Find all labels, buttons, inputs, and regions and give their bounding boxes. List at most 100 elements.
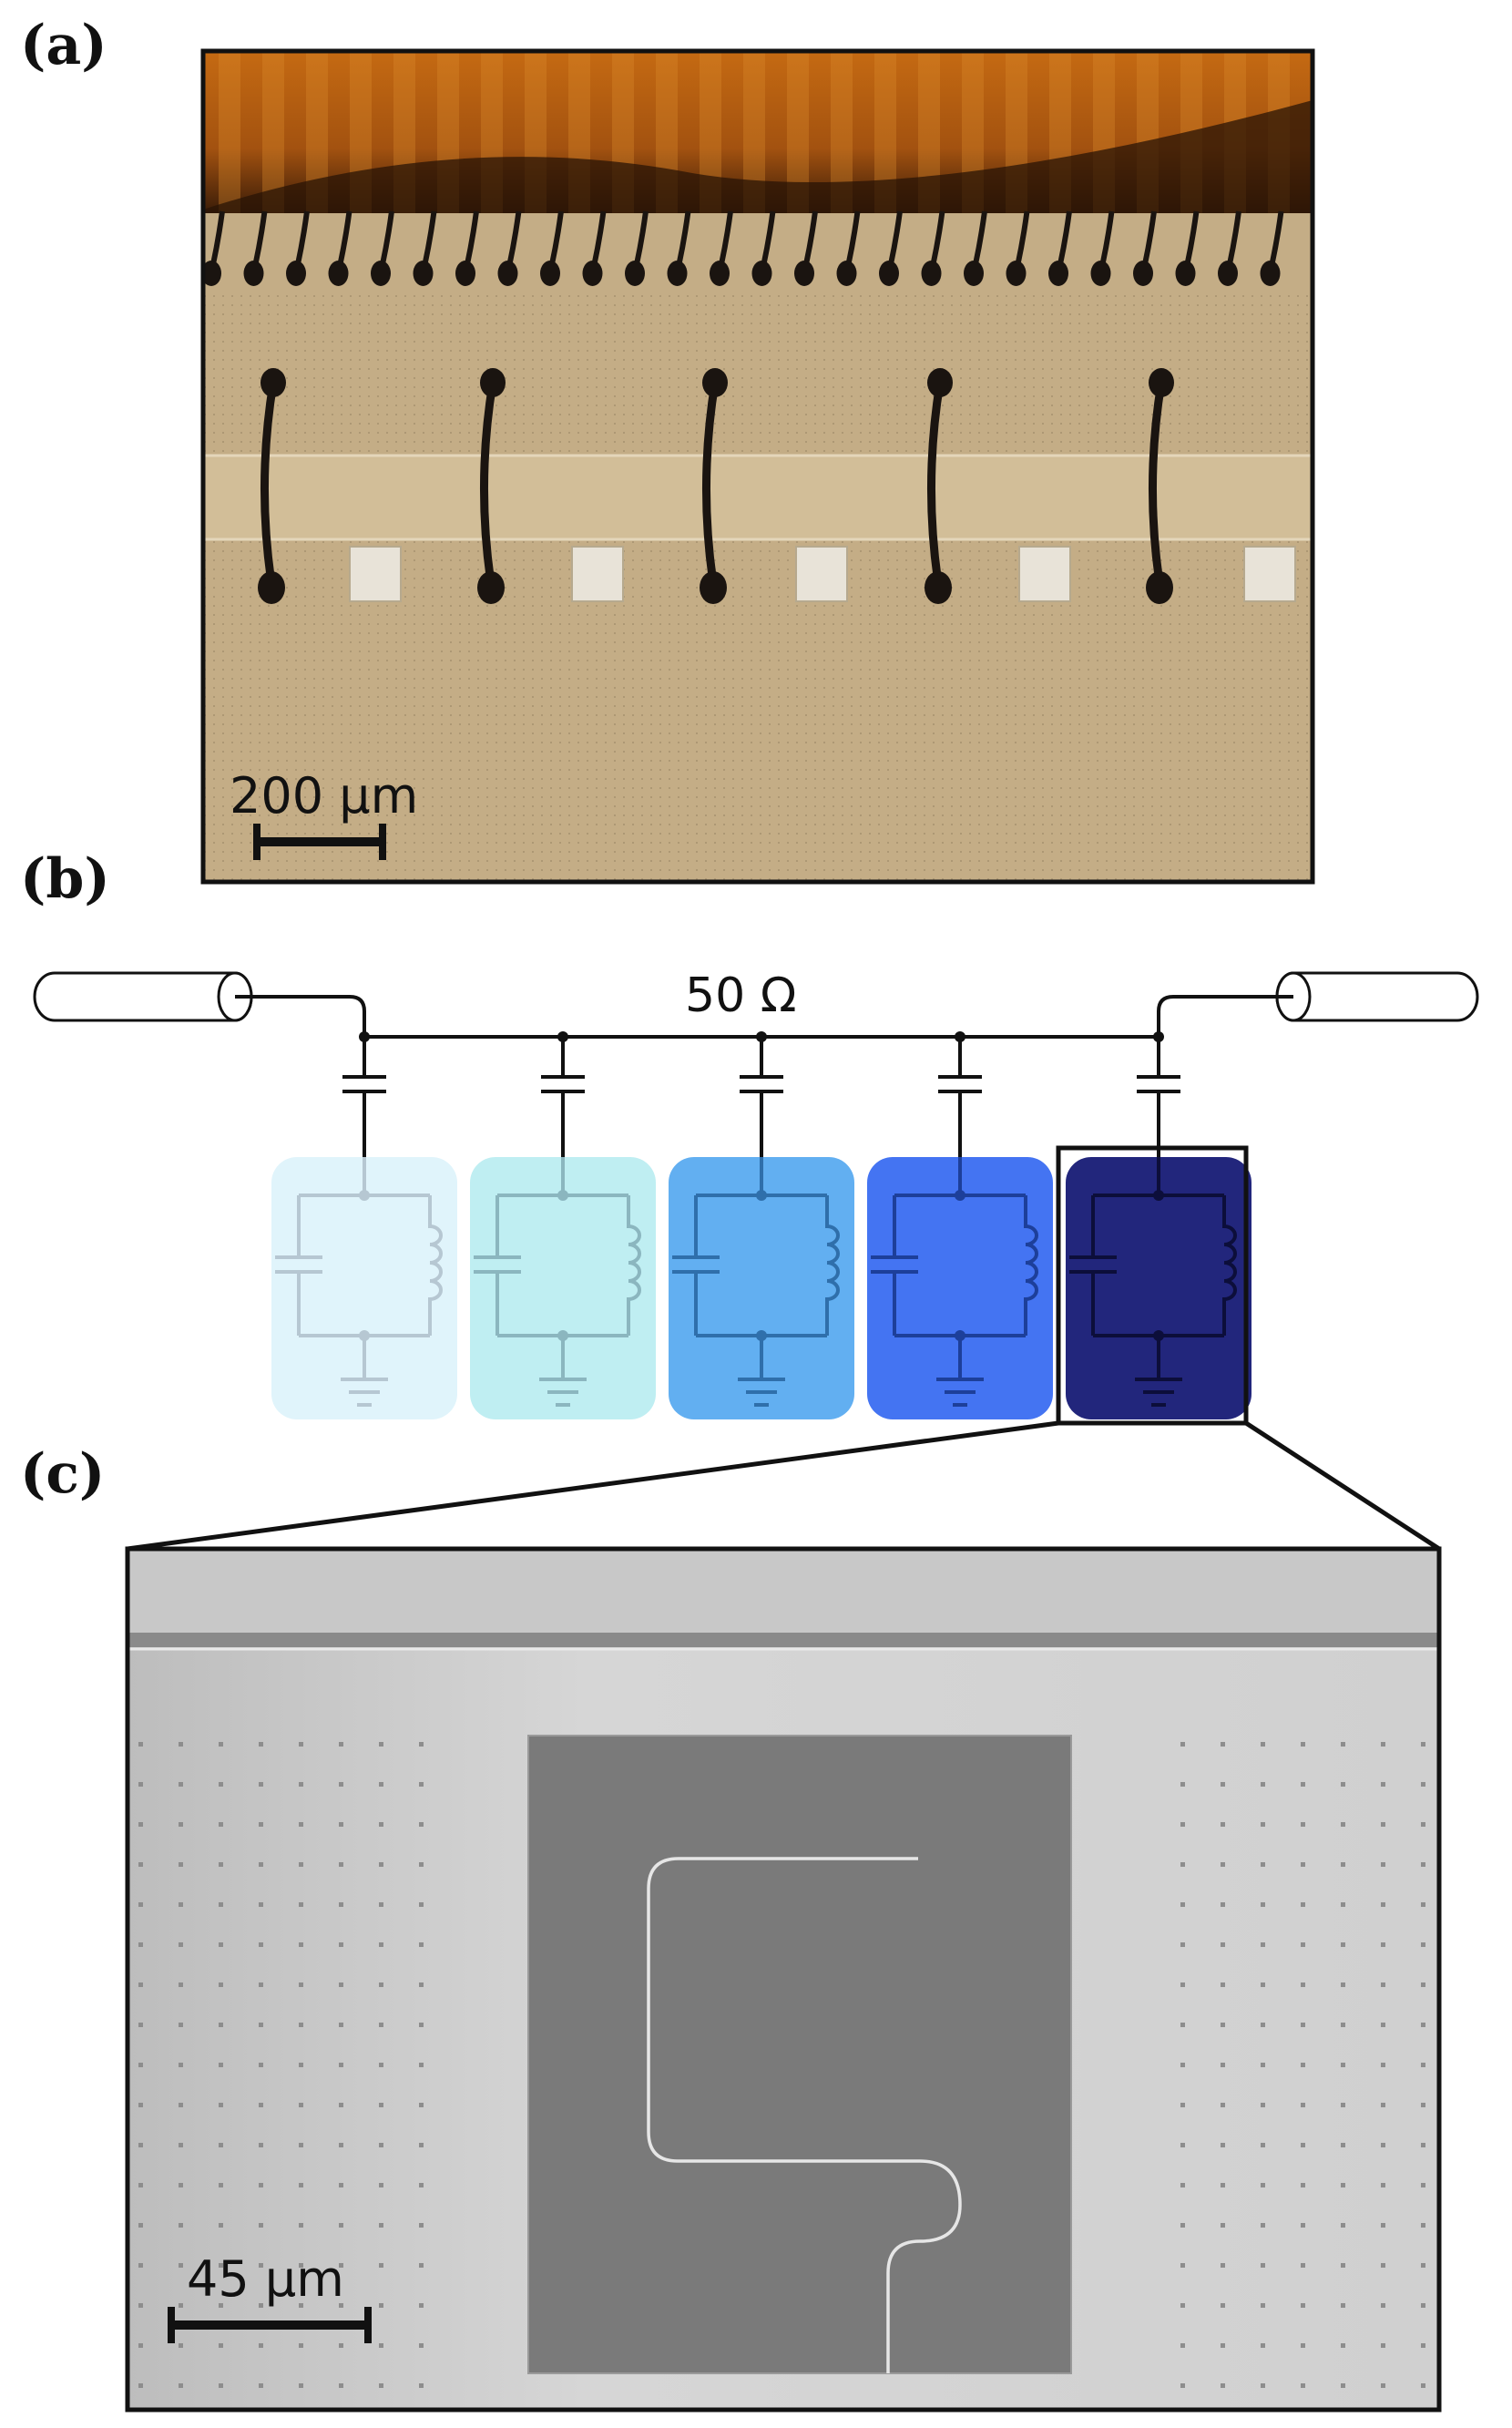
air-bridge-wire <box>260 382 278 584</box>
resonator-pads <box>349 546 1296 602</box>
resonator-pad-a <box>795 546 848 602</box>
resonator-2 <box>470 1031 656 1419</box>
scale-bar-a: 200 μm <box>230 767 418 860</box>
bond-wire <box>549 210 564 265</box>
resonator-pad-a <box>571 546 624 602</box>
bond-wire <box>506 210 522 265</box>
bond-wire <box>845 210 861 265</box>
bond-wire <box>422 210 437 265</box>
resonator-block <box>1066 1157 1251 1419</box>
bond-wire <box>1184 210 1200 265</box>
resonator-block <box>271 1157 457 1419</box>
panel-label-c: (c) <box>20 1442 106 1506</box>
resonator-pad-a <box>349 546 402 602</box>
sem-feedline-edge <box>128 1633 1439 1647</box>
bond-wire-foot <box>1090 261 1111 286</box>
coax-left <box>33 971 366 1037</box>
air-bridge-bottom-foot <box>700 571 727 604</box>
optical-micrograph: 200 μm <box>200 48 1315 885</box>
air-bridge-wire <box>926 382 945 584</box>
bond-wire-foot <box>1006 261 1027 286</box>
bond-wires <box>201 210 1284 286</box>
bond-wire-foot <box>1218 261 1238 286</box>
bond-wire <box>634 210 649 265</box>
air-bridge-bottom-foot <box>1146 571 1173 604</box>
resonator-block <box>867 1157 1053 1419</box>
inductor <box>1222 1195 1237 1336</box>
bond-wire-foot <box>964 261 984 286</box>
bond-wire <box>719 210 733 265</box>
scale-bar-c-label: 45 μm <box>187 2250 344 2308</box>
bond-wire-foot <box>1175 261 1196 286</box>
bond-wire-foot <box>540 261 560 286</box>
highlight-box <box>1056 1145 1249 1426</box>
air-bridge-bottom-foot <box>925 571 952 604</box>
feedline-strip <box>203 456 1313 539</box>
scale-bar-a-label: 200 μm <box>230 767 418 825</box>
bond-wire-foot <box>921 261 942 286</box>
bond-wire <box>930 210 945 265</box>
air-bridge-bottom-foot <box>258 571 285 604</box>
bond-wire-foot <box>625 261 645 286</box>
bond-wire-foot <box>201 261 221 286</box>
bond-wire <box>1057 210 1072 265</box>
bond-wire <box>465 210 479 265</box>
bond-wire <box>1227 210 1241 265</box>
bond-wire-foot <box>710 261 730 286</box>
air-bridge-wire <box>1148 382 1166 584</box>
air-bridge-wire <box>701 382 720 584</box>
bond-wire <box>591 210 607 265</box>
resonator-pad <box>527 1735 1072 2374</box>
panel-label-a: (a) <box>20 14 107 77</box>
resonator-pad-a <box>1243 546 1296 602</box>
inductor <box>1024 1195 1038 1336</box>
panel-a-frame <box>200 48 1315 885</box>
bond-wire <box>295 210 310 265</box>
bond-wire <box>337 210 352 265</box>
resonator-4 <box>867 1031 1053 1419</box>
bond-wire-foot <box>286 261 306 286</box>
bond-wire <box>803 210 818 265</box>
resonator-wire <box>647 1857 962 2373</box>
resonator-array <box>271 1031 1251 1419</box>
air-bridges <box>258 368 1174 604</box>
sem-top-region <box>128 1549 1439 1649</box>
bond-wire <box>1142 210 1157 265</box>
bond-wire <box>973 210 987 265</box>
bond-wire <box>252 210 268 265</box>
feedline-impedance-label: 50 Ω <box>685 968 796 1023</box>
bond-wire <box>888 210 903 265</box>
bond-wire <box>676 210 691 265</box>
circuit-schematic: 50 Ω <box>33 968 1479 1552</box>
scale-bar-c: 45 μm <box>168 2250 372 2343</box>
via-grid-right <box>1166 1722 1430 2396</box>
bond-wire <box>380 210 394 265</box>
resonator-pad-a <box>1018 546 1071 602</box>
bond-wire-foot <box>1133 261 1153 286</box>
bond-wire-foot <box>371 261 391 286</box>
bond-wire-foot <box>836 261 857 286</box>
bond-wire-foot <box>413 261 434 286</box>
inductor <box>627 1195 641 1336</box>
bond-wire-foot <box>243 261 264 286</box>
air-bridge-bottom-foot <box>477 571 505 604</box>
bond-wire-foot <box>667 261 688 286</box>
bond-wire-foot <box>455 261 475 286</box>
resonator-3 <box>669 1031 854 1419</box>
bond-wire <box>1269 210 1284 265</box>
resonator-1 <box>271 1031 457 1419</box>
bond-wire <box>1015 210 1030 265</box>
coax-right <box>1157 971 1479 1037</box>
via-grid-left <box>137 1736 437 2392</box>
bond-wire-foot <box>751 261 772 286</box>
bond-wire-foot <box>879 261 899 286</box>
bond-wire <box>1099 210 1115 265</box>
panel-label-b: (b) <box>20 847 110 911</box>
bond-wire-foot <box>1260 261 1281 286</box>
resonator-block <box>470 1157 656 1419</box>
resonator-block <box>669 1157 854 1419</box>
bond-wire <box>761 210 776 265</box>
air-bridge-wire <box>479 382 497 584</box>
bond-wire-foot <box>582 261 603 286</box>
